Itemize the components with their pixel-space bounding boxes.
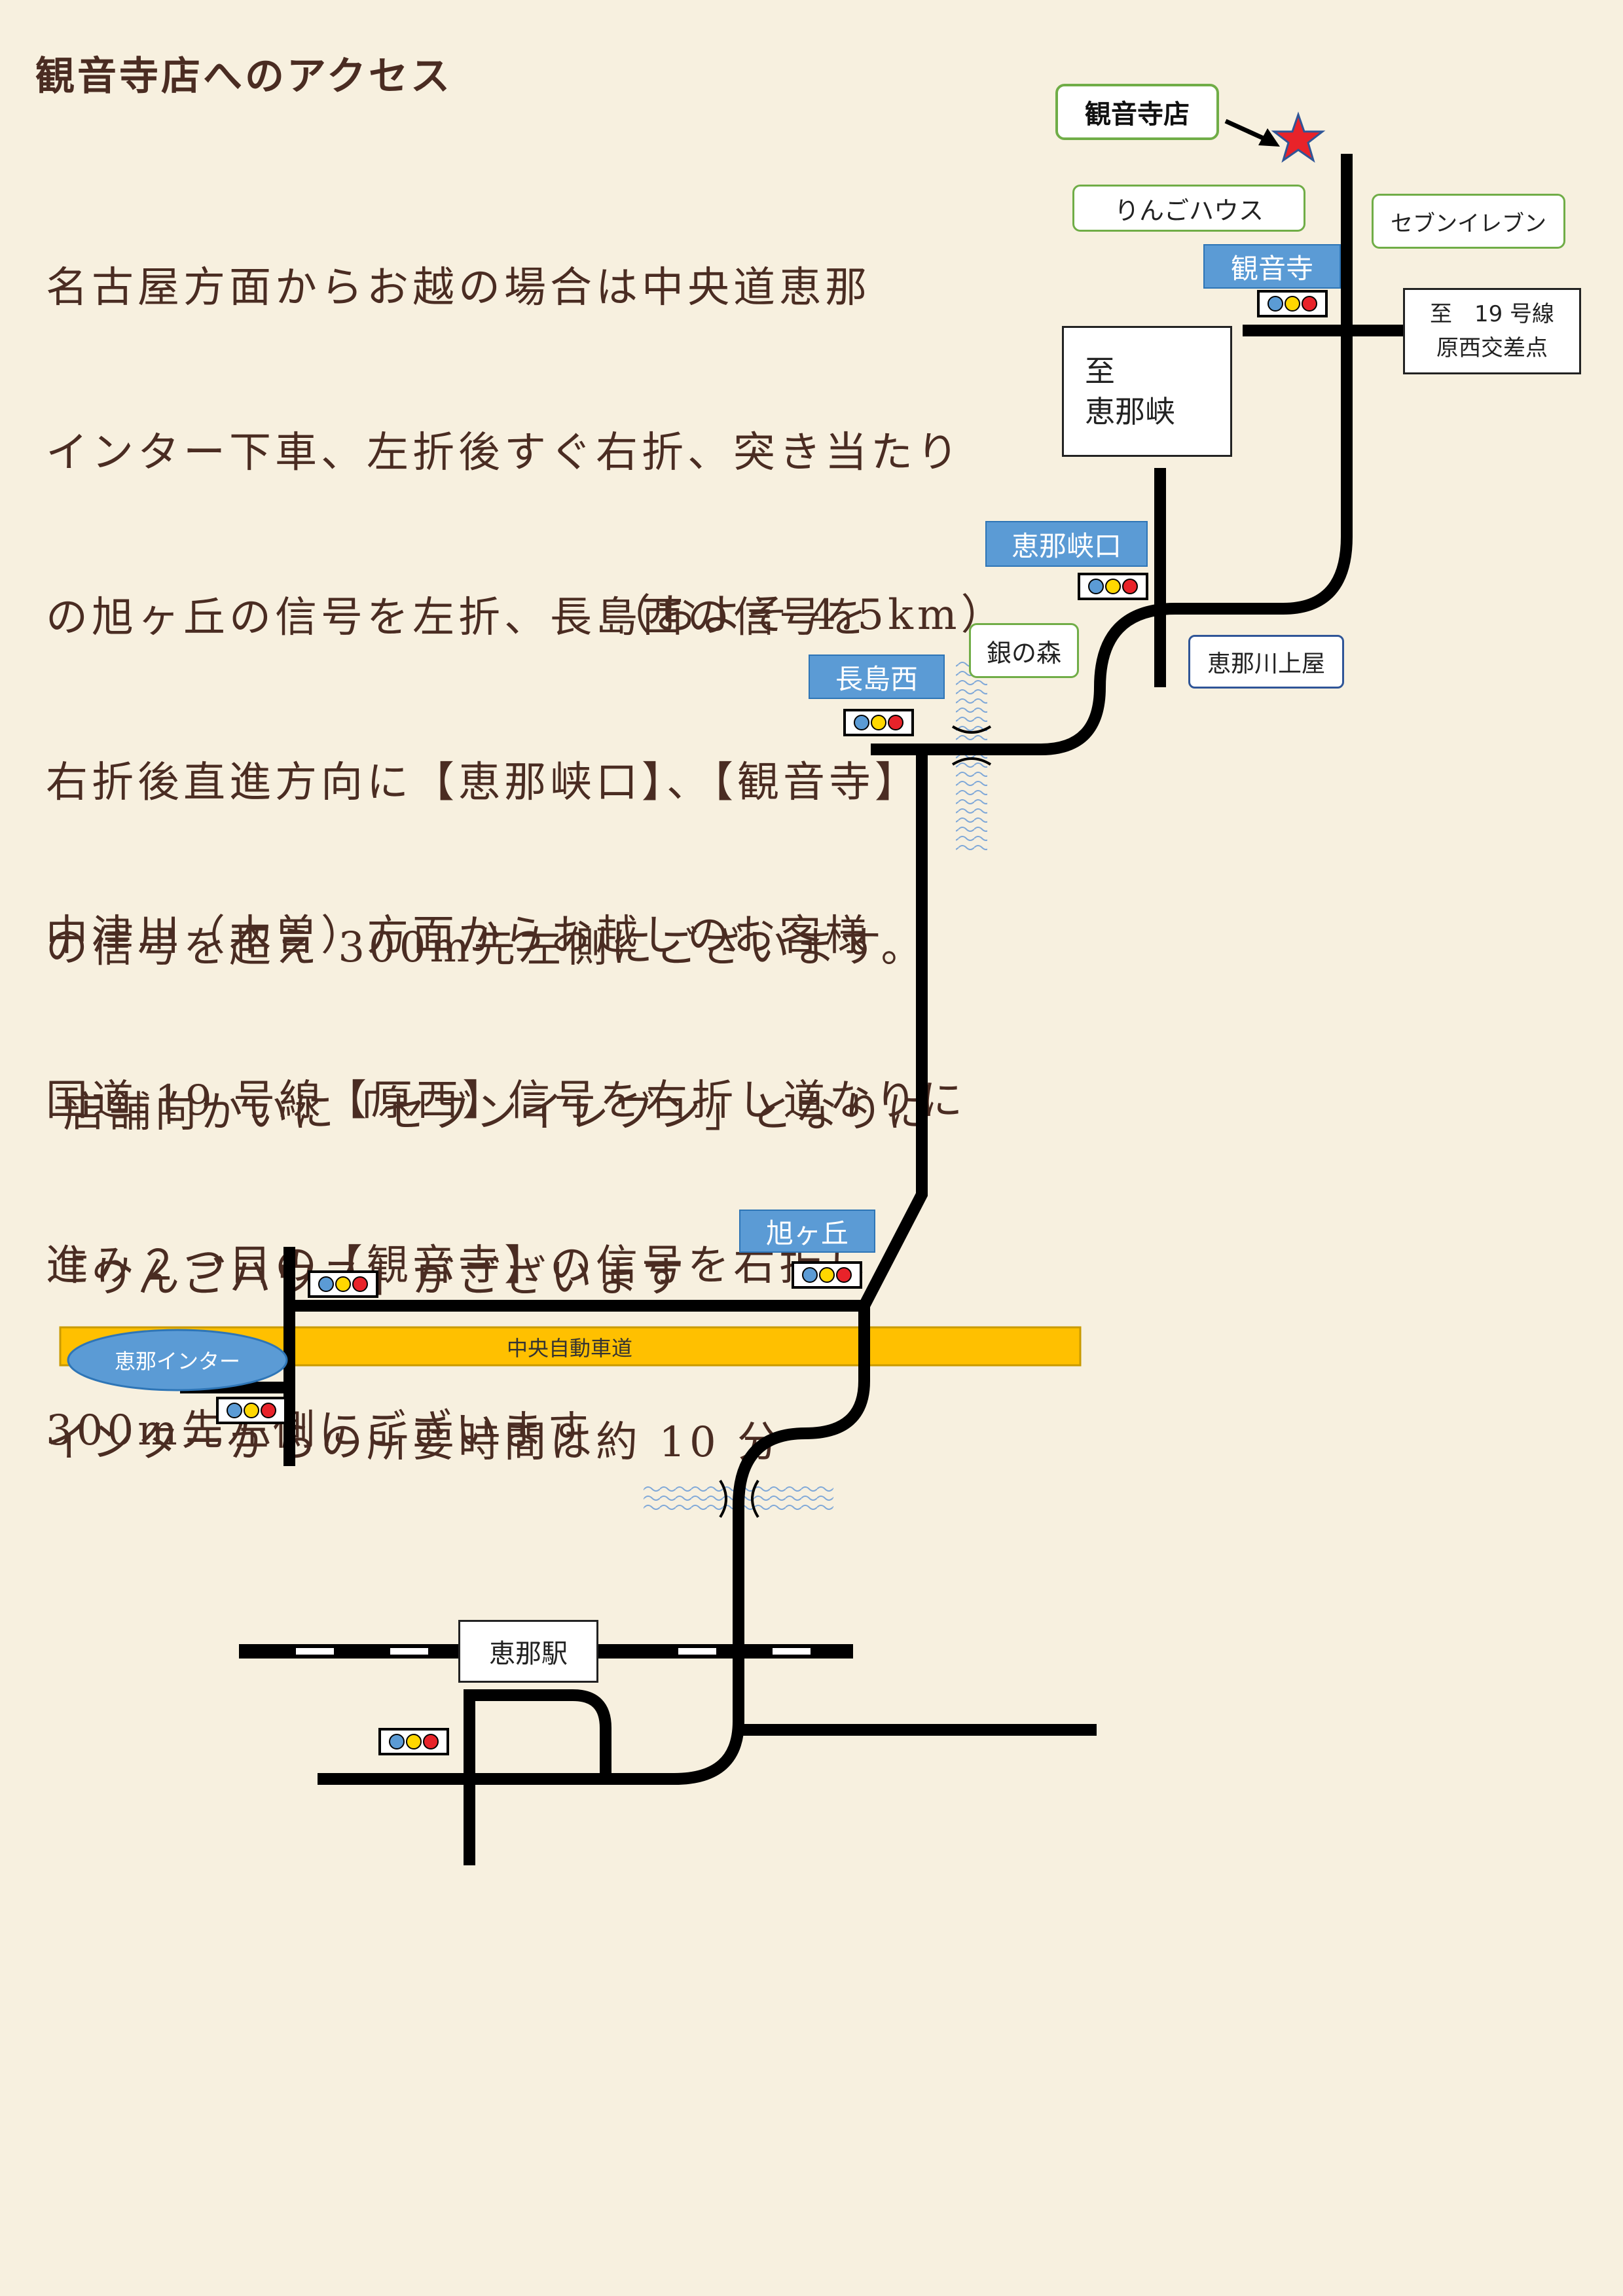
destination-enakyo: 至 恵那峡 xyxy=(1062,326,1232,457)
store-arrowhead xyxy=(1258,128,1280,147)
traffic-light xyxy=(216,1397,287,1424)
road xyxy=(318,1358,870,1785)
landmark-ringo-house: りんごハウス xyxy=(1072,185,1305,232)
nagoya-line: 右折後直進方向に【恵那峡口】、【観音寺】 xyxy=(46,759,921,807)
traffic-light xyxy=(792,1261,862,1289)
destination-enakyo-line1: 至 xyxy=(1085,353,1115,389)
bridge-lower xyxy=(719,1479,759,1518)
nagoya-line: インターからの所要時間は約 10 分 xyxy=(46,1418,784,1467)
traffic-light xyxy=(843,709,914,736)
bridge-upper xyxy=(951,725,992,766)
nagoya-line: 店舗向かいに「セブンイレブン」となりに xyxy=(46,1088,933,1137)
traffic-light xyxy=(378,1728,449,1755)
river-upper xyxy=(956,658,987,854)
destination-route19-line1: 至 19 号線 xyxy=(1429,301,1555,327)
signal-nagashima-nishi: 長島西 xyxy=(809,655,945,699)
destination-route19: 至 19 号線 原西交差点 xyxy=(1403,288,1581,374)
landmark-gin-no-mori: 銀の森 xyxy=(969,623,1079,678)
store-label: 観音寺店 xyxy=(1055,84,1219,140)
nakatsugawa-line: 300m先左側にございます xyxy=(46,1407,593,1455)
road xyxy=(858,749,928,1358)
road xyxy=(871,536,1353,755)
signal-asahigaoka: 旭ヶ丘 xyxy=(739,1210,875,1253)
nagoya-line: インター下車、左折後すぐ右折、突き当たり xyxy=(46,429,962,477)
nagoya-line: の旭ヶ丘の信号を左折、長島西の信号を xyxy=(46,594,871,642)
nakatsugawa-directions: 中津川（木曽）方面からお越しのお客様 国道 19 号線【原西】信号を右折し道なり… xyxy=(46,798,966,1513)
nakatsugawa-line: 国道 19 号線【原西】信号を右折し道なりに xyxy=(46,1077,967,1125)
landmark-ena-kawakamiya: 恵那川上屋 xyxy=(1188,635,1344,689)
traffic-light xyxy=(308,1270,378,1298)
nagoya-distance: （およそ 4.5km） xyxy=(609,591,1007,639)
roads xyxy=(180,154,1406,1865)
store-star-icon xyxy=(1271,111,1326,163)
landmark-seven-eleven: セブンイレブン xyxy=(1372,194,1565,249)
ena-station: 恵那駅 xyxy=(458,1620,598,1683)
traffic-light xyxy=(1078,573,1148,600)
road xyxy=(464,1689,611,1865)
expressway-label: 中央自動車道 xyxy=(506,1336,632,1361)
ena-interchange-label: 恵那インター xyxy=(114,1349,240,1374)
ena-interchange-marker xyxy=(67,1329,288,1391)
signal-kannonji: 観音寺 xyxy=(1203,244,1341,289)
page-title: 観音寺店へのアクセス xyxy=(35,54,452,99)
destination-route19-line2: 原西交差点 xyxy=(1436,335,1548,361)
traffic-light xyxy=(1257,290,1328,317)
nagoya-directions: 名古屋方面からお越の場合は中央道恵那 インター下車、左折後すぐ右折、突き当たり … xyxy=(46,151,962,1525)
nagoya-line: 名古屋方面からお越の場合は中央道恵那 xyxy=(46,264,871,312)
nakatsugawa-line: 中津川（木曽）方面からお越しのお客様 xyxy=(46,912,871,960)
nakatsugawa-line: 進み２つ目の【観音寺】の信号を右折し xyxy=(46,1242,871,1290)
store-arrow xyxy=(1224,118,1270,143)
destination-enakyo-line2: 恵那峡 xyxy=(1085,394,1175,429)
nagoya-line: の信号を超え 300m先左側にございます。 xyxy=(46,924,927,972)
signal-enakyo-guchi: 恵那峡口 xyxy=(985,521,1148,567)
